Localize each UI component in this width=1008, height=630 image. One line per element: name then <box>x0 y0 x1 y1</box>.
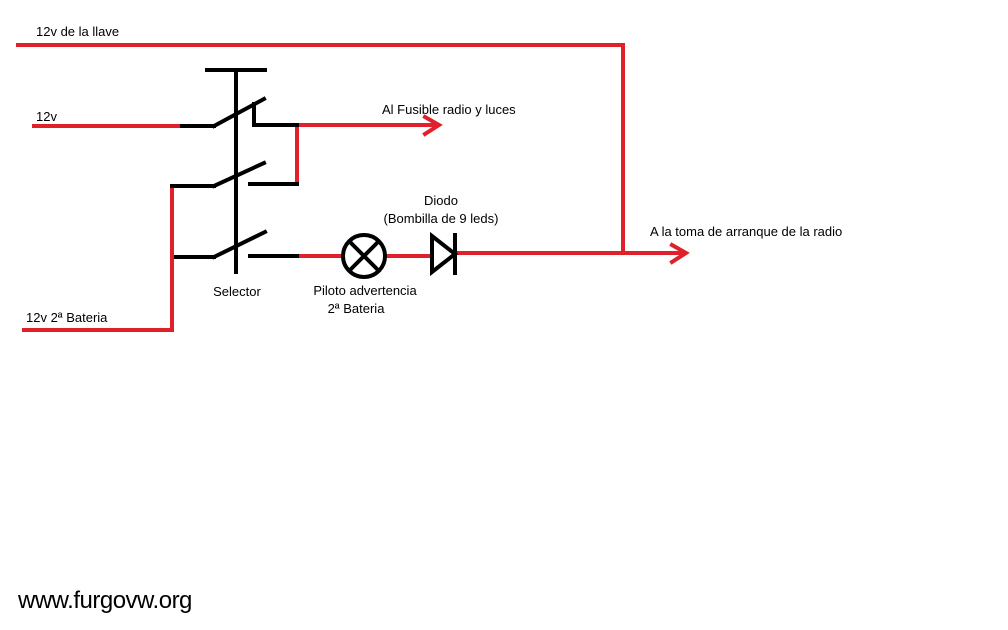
label-diode-sub: (Bombilla de 9 leds) <box>384 211 499 226</box>
switch3-blade <box>211 229 268 260</box>
label-12v: 12v <box>36 109 57 124</box>
switch1-blade <box>211 96 267 129</box>
label-pilot-battery: 2ª Bateria <box>328 301 386 316</box>
switch2-blade <box>211 160 267 189</box>
wire-battery2 <box>22 184 174 332</box>
label-key-12v: 12v de la llave <box>36 24 119 39</box>
diode-icon <box>430 231 459 277</box>
arrow-fuse <box>422 114 443 137</box>
label-diode: Diodo <box>424 193 458 208</box>
watermark: www.furgovw.org <box>17 587 192 614</box>
label-battery2: 12v 2ª Bateria <box>26 310 108 325</box>
label-pilot: Piloto advertencia <box>313 283 417 298</box>
label-fuse-output: Al Fusible radio y luces <box>382 102 516 117</box>
wire-key-12v <box>16 43 625 255</box>
label-selector: Selector <box>213 284 261 299</box>
lamp-icon <box>341 233 387 279</box>
switch1-out <box>252 102 299 127</box>
red-wires <box>16 43 690 332</box>
label-radio-start: A la toma de arranque de la radio <box>650 224 842 239</box>
selector-switch <box>170 68 299 274</box>
arrow-radio <box>669 242 690 265</box>
